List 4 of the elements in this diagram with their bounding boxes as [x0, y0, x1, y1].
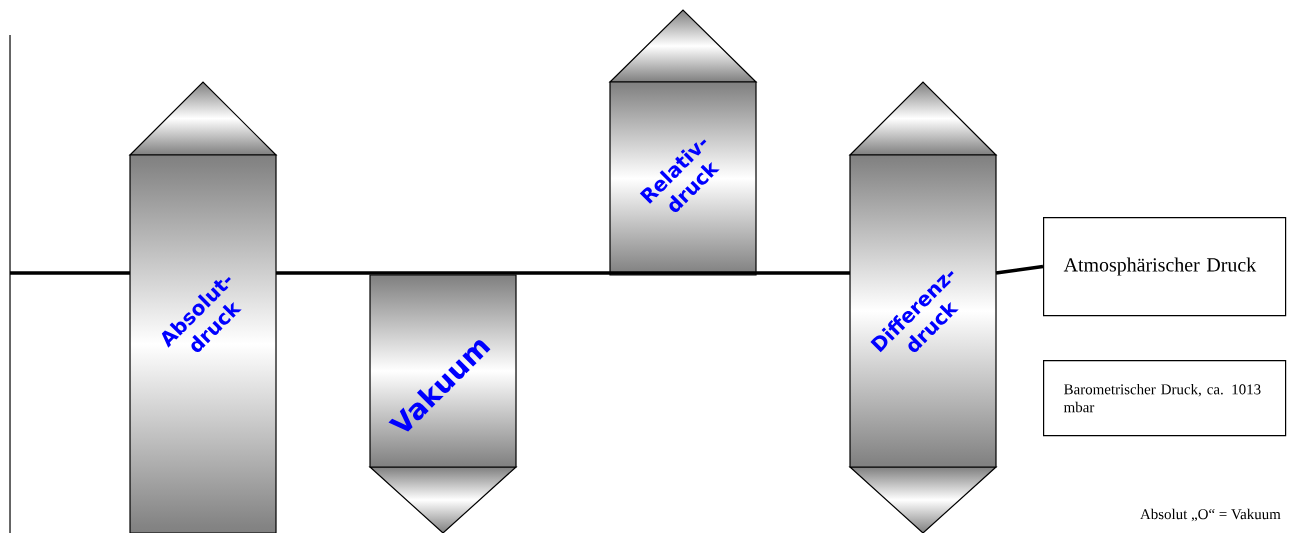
pressure-line	[8, 264, 1045, 275]
text-box: Barometrischer Druck, ca. 1013 mbar	[1043, 360, 1287, 437]
note-text: Absolut „O“ = Vakuum	[1140, 508, 1281, 522]
text-box: Atmosphärischer Druck	[1043, 217, 1287, 317]
